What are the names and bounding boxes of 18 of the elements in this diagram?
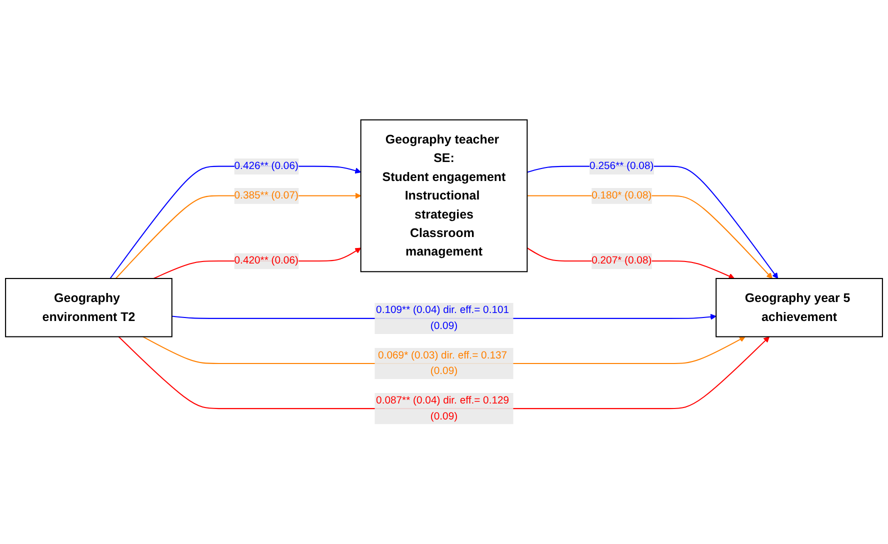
arrow — [153, 248, 362, 279]
edge-label: 0.207* (0.08) — [592, 254, 652, 266]
edge-label: 0.087** (0.04) dir. eff.= 0.129 (0.09) — [376, 394, 510, 422]
node-box: Geography year 5 achievement — [716, 278, 883, 338]
edge-label: 0.426** (0.06) — [234, 160, 298, 172]
edge-label: 0.180* (0.08) — [592, 189, 652, 202]
edge-label: 0.069* (0.03) dir. eff.= 0.137 (0.09) — [378, 349, 508, 377]
arrow — [110, 166, 362, 279]
edge-label: 0.256** (0.08) — [590, 160, 654, 172]
edge-label: 0.385** (0.07) — [234, 189, 298, 202]
edge-label: 0.109** (0.04) dir. eff.= 0.101 (0.09) — [376, 304, 510, 332]
arrow — [527, 166, 778, 279]
node-box: Geography environment T2 — [5, 278, 172, 338]
node-box: Geography teacher SE: Student engagement Instructional strategies Classroom management — [360, 119, 528, 272]
edge-label: 0.420** (0.06) — [234, 254, 298, 266]
arrow — [526, 248, 735, 280]
arrow — [115, 192, 362, 279]
arrow — [527, 195, 772, 279]
